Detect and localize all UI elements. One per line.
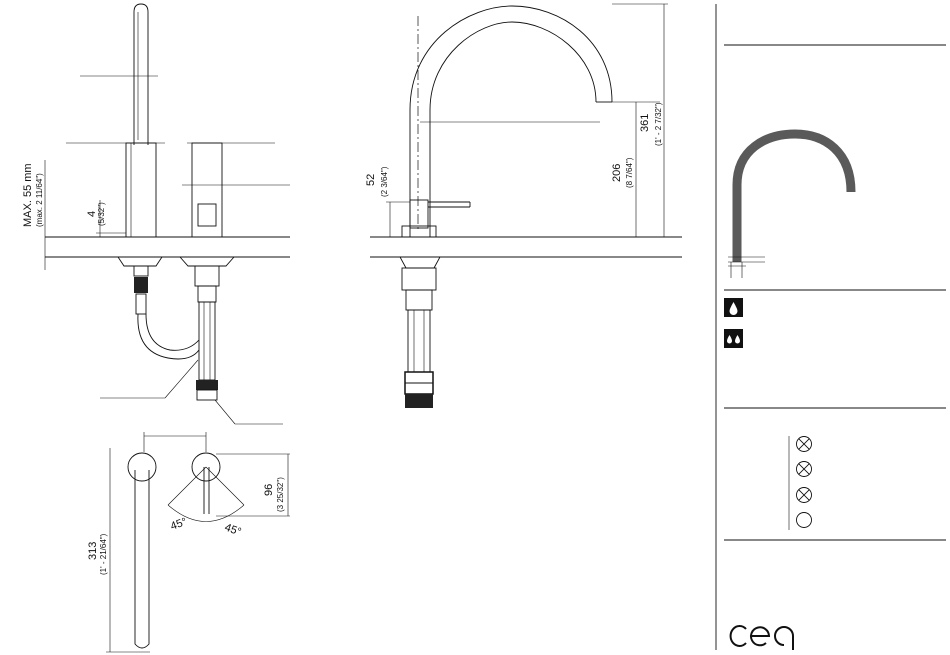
dim-96-in: (3 25/32") <box>276 477 285 512</box>
crossed-circle-icon <box>797 462 812 477</box>
dim-52: 52 <box>365 174 377 186</box>
dim-4-in: (5/32") <box>97 202 106 226</box>
dim-max-thickness: MAX. 55 mm <box>22 163 34 227</box>
dim-313-in: (1' - 21/64") <box>99 533 108 575</box>
info-panel <box>716 4 946 650</box>
crossed-circle-icon <box>797 488 812 503</box>
side-view: 52 (2 3/64") 206 (8 7/64") 361 (1' - 2 7… <box>365 4 682 408</box>
dim-96: 96 <box>263 484 275 496</box>
crossed-circle-icon <box>797 437 812 452</box>
dim-206-in: (8 7/64") <box>625 157 634 188</box>
dim-361-in: (1' - 2 7/32") <box>654 102 663 146</box>
dim-206: 206 <box>611 164 623 182</box>
single-drop-icon <box>724 298 743 317</box>
dim-361: 361 <box>639 114 651 132</box>
double-drop-icon <box>724 329 743 348</box>
front-view: MAX. 55 mm (max. 2 11/64") 4 (5/32") <box>22 4 290 424</box>
dim-313: 313 <box>87 542 99 560</box>
plan-view: 45° 45° 96 (3 25/32") 313 (1' - 21/64") <box>87 432 290 652</box>
dim-52-in: (2 3/64") <box>380 166 389 197</box>
spout-thumbnail <box>728 134 851 278</box>
dim-max-thickness-in: (max. 2 11/64") <box>35 173 44 227</box>
angle-right: 45° <box>223 522 243 539</box>
empty-circle-icon <box>797 513 812 528</box>
angle-left: 45° <box>169 516 189 533</box>
cea-logo <box>731 626 793 650</box>
